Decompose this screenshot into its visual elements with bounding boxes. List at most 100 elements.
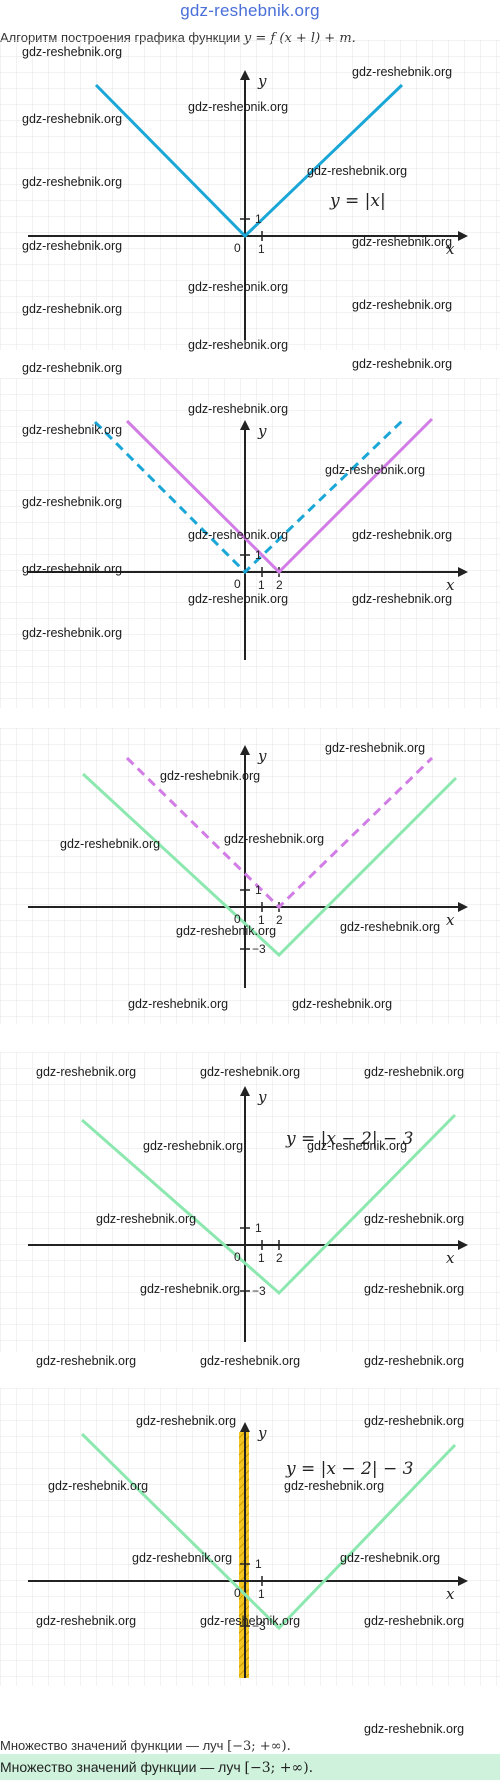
watermark: gdz-reshebnik.org (140, 1282, 241, 1296)
graph-y-abs-x-minus-2-minus-3 (81, 772, 458, 958)
watermark: gdz-reshebnik.org (307, 1139, 408, 1153)
watermark: gdz-reshebnik.org (200, 1065, 301, 1079)
watermark: gdz-reshebnik.org (325, 463, 426, 477)
answer-highlighted-label: Множество значений функции — луч (0, 1759, 245, 1775)
tick-label-x-2: 2 (276, 578, 283, 592)
answer-range: [−3; +∞). (227, 1739, 291, 1754)
x-axis-label: x (446, 1585, 455, 1603)
x-axis-arrow (458, 1240, 468, 1250)
y-axis-arrow (240, 1086, 250, 1096)
watermark: gdz-reshebnik.org (22, 495, 123, 509)
formula-y-abs-x-minus-2-minus-3: y = |x − 2| − 3 (285, 1129, 413, 1149)
watermark: gdz-reshebnik.org (352, 235, 453, 249)
y-axis-label: y (257, 72, 267, 90)
tick-label-x-1: 1 (258, 578, 265, 592)
watermark: gdz-reshebnik.org (325, 741, 426, 755)
tick-label-x-1: 1 (258, 1587, 265, 1601)
tick-label-y-1: 1 (255, 883, 262, 897)
watermark: gdz-reshebnik.org (188, 100, 289, 114)
watermark: gdz-reshebnik.org (136, 1414, 237, 1428)
graph-y-abs-x-minus-2 (125, 417, 434, 575)
watermark: gdz-reshebnik.org (36, 1614, 137, 1628)
watermark: gdz-reshebnik.org (22, 423, 123, 437)
watermark: gdz-reshebnik.org (96, 1212, 197, 1226)
watermark: gdz-reshebnik.org (307, 164, 408, 178)
watermark: gdz-reshebnik.org (364, 1414, 465, 1428)
site-title[interactable]: gdz-reshebnik.org (180, 1, 320, 20)
watermark: gdz-reshebnik.org (48, 1479, 149, 1493)
watermark: gdz-reshebnik.org (132, 1551, 233, 1565)
y-axis-arrow (240, 420, 250, 430)
y-axis-arrow (240, 70, 250, 80)
watermark: gdz-reshebnik.org (160, 769, 261, 783)
watermark: gdz-reshebnik.org (364, 1722, 465, 1736)
answer-highlighted: Множество значений функции — луч [−3; +∞… (0, 1754, 500, 1780)
y-axis-arrow (240, 745, 250, 755)
formula-y-abs-x-minus-2-minus-3: y = |x − 2| − 3 (285, 1459, 413, 1479)
tick-label-y-minus-3: −3 (252, 1619, 266, 1633)
x-axis-arrow (458, 1576, 468, 1586)
watermark: gdz-reshebnik.org (352, 65, 453, 79)
formula-y-abs-x: y = |x| (329, 191, 386, 211)
graph-panel-5: x y 0 1 1 −3 y = |x − 2| − 3 gdz-reshebn… (0, 1388, 500, 1686)
tick-label-x-2: 2 (276, 913, 283, 927)
watermark: gdz-reshebnik.org (22, 175, 123, 189)
watermark: gdz-reshebnik.org (188, 338, 289, 352)
graph-y-abs-x-minus-2-minus-3 (81, 1113, 457, 1296)
graph-panel-4: x y 0 1 1 2 −3 y = |x − 2| − 3 gdz-reshe… (0, 1052, 500, 1368)
watermark: gdz-reshebnik.org (188, 528, 289, 542)
grid-background (0, 1052, 500, 1352)
watermark: gdz-reshebnik.org (364, 1282, 465, 1296)
tick-label-x-1: 1 (258, 242, 265, 256)
origin-label: 0 (234, 912, 241, 926)
watermark: gdz-reshebnik.org (340, 920, 441, 934)
x-axis-label: x (446, 911, 455, 929)
x-axis-arrow (458, 231, 468, 241)
origin-label: 0 (234, 1250, 241, 1264)
watermark: gdz-reshebnik.org (60, 837, 161, 851)
graph-panel-2: x y 0 1 1 2 gdz-reshebnik.org gdz-resheb… (0, 338, 500, 708)
graph-panel-1: x y 0 1 1 y = |x| gdz-reshebnik.org gdz-… (0, 40, 500, 350)
watermark: gdz-reshebnik.org (22, 361, 123, 375)
watermark: gdz-reshebnik.org (143, 1139, 244, 1153)
grid-background (0, 1388, 500, 1686)
answer-highlighted-range: [−3; +∞). (244, 1760, 314, 1776)
watermark: gdz-reshebnik.org (188, 402, 289, 416)
watermark: gdz-reshebnik.org (22, 45, 123, 59)
watermark: gdz-reshebnik.org (36, 1354, 137, 1368)
watermark: gdz-reshebnik.org (128, 997, 229, 1011)
tick-label-y-minus-3: −3 (252, 1284, 266, 1298)
graph-1-svg: x y 0 1 1 y = |x| (0, 40, 500, 350)
tick-label-x-1: 1 (258, 913, 265, 927)
x-axis-arrow (458, 567, 468, 577)
watermark: gdz-reshebnik.org (22, 112, 123, 126)
answer-text: Множество значений функции — луч [−3; +∞… (0, 1738, 291, 1754)
graph-3-svg: x y 0 1 1 2 −3 (0, 728, 500, 1024)
watermark: gdz-reshebnik.org (364, 1354, 465, 1368)
watermark: gdz-reshebnik.org (292, 997, 393, 1011)
graph-5-svg: x y 0 1 1 −3 y = |x − 2| − 3 (0, 1388, 500, 1686)
watermark: gdz-reshebnik.org (188, 592, 289, 606)
x-axis-label: x (446, 240, 455, 258)
tick-label-x-2: 2 (276, 1251, 283, 1265)
watermark: gdz-reshebnik.org (352, 592, 453, 606)
tick-label-x-1: 1 (258, 1251, 265, 1265)
y-axis-label: y (257, 747, 267, 765)
x-axis-arrow (458, 902, 468, 912)
watermark: gdz-reshebnik.org (176, 924, 277, 938)
watermark: gdz-reshebnik.org (188, 280, 289, 294)
y-axis-label: y (257, 422, 267, 440)
origin-label: 0 (234, 241, 241, 255)
watermark: gdz-reshebnik.org (284, 1479, 385, 1493)
tick-label-y-1: 1 (255, 1221, 262, 1235)
y-axis-arrow (240, 1422, 250, 1432)
tick-label-y-1: 1 (255, 548, 262, 562)
graph-4-svg: x y 0 1 1 2 −3 y = |x − 2| − 3 (0, 1052, 500, 1352)
watermark: gdz-reshebnik.org (364, 1614, 465, 1628)
grid-background (0, 728, 500, 1024)
watermark: gdz-reshebnik.org (352, 357, 453, 371)
watermark: gdz-reshebnik.org (340, 1551, 441, 1565)
watermark: gdz-reshebnik.org (352, 298, 453, 312)
watermark: gdz-reshebnik.org (22, 562, 123, 576)
x-axis-label: x (446, 576, 455, 594)
